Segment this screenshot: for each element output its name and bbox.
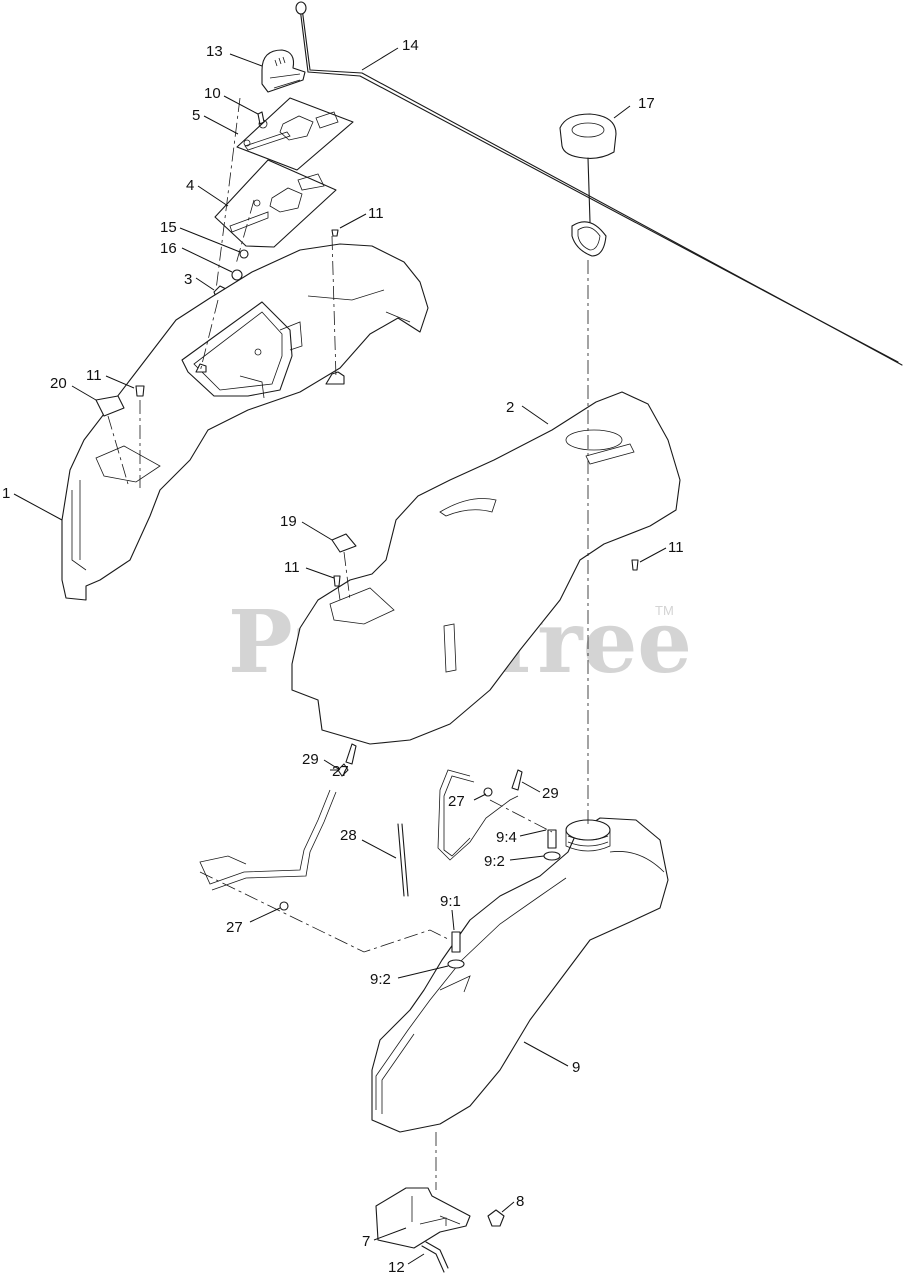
callout-12: 12 bbox=[388, 1259, 405, 1276]
callout-13: 13 bbox=[206, 43, 223, 60]
callout-7: 7 bbox=[362, 1233, 370, 1250]
callout-labels: 13 14 10 5 17 4 15 11 16 3 20 11 2 1 19 … bbox=[2, 37, 684, 1276]
callout-9-2-lower: 9:2 bbox=[370, 971, 391, 988]
part-13-handle bbox=[261, 49, 306, 93]
callout-27-left: 27 bbox=[332, 763, 349, 780]
callout-9-1: 9:1 bbox=[440, 893, 461, 910]
callout-15: 15 bbox=[160, 219, 177, 236]
part-2-shroud bbox=[291, 391, 681, 745]
callout-9-4: 9:4 bbox=[496, 829, 517, 846]
callout-4: 4 bbox=[186, 177, 194, 194]
part-1-shroud bbox=[61, 243, 429, 601]
callout-9: 9 bbox=[572, 1059, 580, 1076]
callout-9-2-upper: 9:2 bbox=[484, 853, 505, 870]
callout-5: 5 bbox=[192, 107, 200, 124]
callout-11-mid: 11 bbox=[284, 559, 300, 576]
parts-8-12 bbox=[421, 1209, 505, 1273]
callout-20: 20 bbox=[50, 375, 67, 392]
callout-1: 1 bbox=[2, 485, 10, 502]
part-19-decal bbox=[331, 533, 357, 553]
callout-8: 8 bbox=[516, 1193, 524, 1210]
callout-11-left: 11 bbox=[86, 367, 102, 384]
part-7-bracket bbox=[375, 1187, 471, 1249]
callout-2: 2 bbox=[506, 399, 514, 416]
part-5-plate bbox=[236, 97, 354, 171]
callout-19: 19 bbox=[280, 513, 297, 530]
assembly-lines bbox=[107, 97, 589, 1190]
fuel-lines bbox=[199, 743, 523, 911]
callout-17: 17 bbox=[638, 95, 655, 112]
part-20-decal bbox=[95, 385, 145, 417]
callout-leaders bbox=[13, 47, 667, 1265]
part-17-cap bbox=[559, 113, 617, 257]
part-14-rod bbox=[295, 1, 903, 366]
callout-29-right: 29 bbox=[542, 785, 559, 802]
callout-16: 16 bbox=[160, 240, 177, 257]
callout-11-top: 11 bbox=[368, 205, 384, 222]
part-4-plate bbox=[214, 159, 337, 248]
callout-11-right: 11 bbox=[668, 539, 684, 556]
callout-10: 10 bbox=[204, 85, 221, 102]
callout-29-left: 29 bbox=[302, 751, 319, 768]
watermark-tm: TM bbox=[655, 603, 674, 618]
part-28-strap bbox=[397, 823, 409, 897]
callout-27-mid: 27 bbox=[448, 793, 465, 810]
callout-3: 3 bbox=[184, 271, 192, 288]
part-9-tank bbox=[371, 817, 669, 1133]
callout-28: 28 bbox=[340, 827, 357, 844]
callout-27-lower: 27 bbox=[226, 919, 243, 936]
callout-14: 14 bbox=[402, 37, 419, 54]
